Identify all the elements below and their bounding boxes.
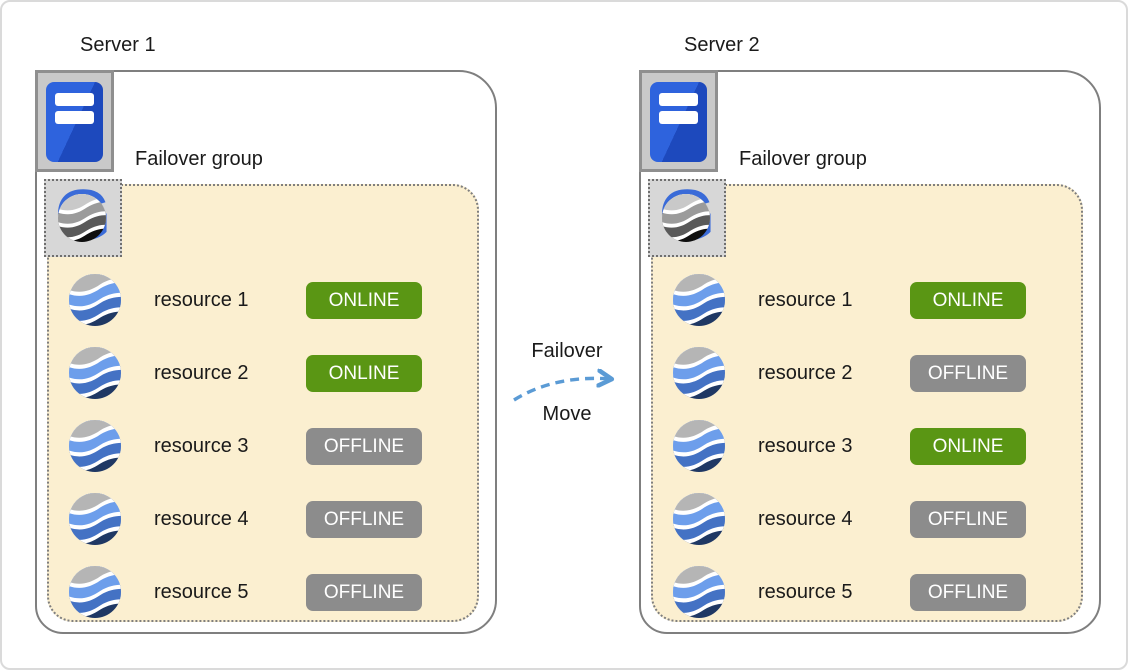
status-badge: OFFLINE xyxy=(910,500,1026,538)
resource-name: resource 3 xyxy=(758,434,853,457)
resource-sphere-icon xyxy=(673,566,725,618)
server-slot-bar xyxy=(55,93,94,106)
resource-name: resource 4 xyxy=(758,507,853,530)
resource-row: resource 4 OFFLINE xyxy=(69,493,457,545)
failover-label: Failover xyxy=(531,340,603,362)
server-tower-icon xyxy=(639,70,718,172)
resource-sphere-icon xyxy=(69,566,121,618)
group-sphere-icon xyxy=(58,194,106,242)
failover-group-g-icon: G xyxy=(44,179,122,257)
failover-transition: Failover Move xyxy=(501,340,633,426)
resource-row: resource 2 OFFLINE xyxy=(673,347,1061,399)
status-badge: ONLINE xyxy=(306,281,422,319)
status-badge: OFFLINE xyxy=(306,573,422,611)
resource-list: resource 1 ONLINE resource 2 ONLINE reso… xyxy=(69,274,457,618)
status-badge: OFFLINE xyxy=(306,500,422,538)
failover-group-g-icon: G xyxy=(648,179,726,257)
resource-sphere-icon xyxy=(69,274,121,326)
status-badge: ONLINE xyxy=(910,427,1026,465)
resource-row: resource 5 OFFLINE xyxy=(69,566,457,618)
group1-label: Failover group xyxy=(135,148,263,170)
server2-title: Server 2 xyxy=(684,34,760,56)
resource-name: resource 2 xyxy=(758,361,853,384)
resource-row: resource 3 ONLINE xyxy=(673,420,1061,472)
resource-sphere-icon xyxy=(673,274,725,326)
resource-sphere-icon xyxy=(673,420,725,472)
server-slot-bar xyxy=(659,93,698,106)
server1-title: Server 1 xyxy=(80,34,156,56)
failover-group1-box: resource 1 ONLINE resource 2 ONLINE reso… xyxy=(47,184,479,622)
resource-name: resource 3 xyxy=(154,434,249,457)
resource-row: resource 5 OFFLINE xyxy=(673,566,1061,618)
server-slot-bar xyxy=(659,111,698,124)
resource-name: resource 5 xyxy=(154,580,249,603)
resource-row: resource 4 OFFLINE xyxy=(673,493,1061,545)
group-sphere-icon xyxy=(662,194,710,242)
resource-name: resource 1 xyxy=(154,288,249,311)
status-badge: ONLINE xyxy=(910,281,1026,319)
server-tower-body xyxy=(650,82,707,162)
resource-sphere-icon xyxy=(69,420,121,472)
resource-name: resource 4 xyxy=(154,507,249,530)
move-label: Move xyxy=(542,403,592,425)
resource-row: resource 2 ONLINE xyxy=(69,347,457,399)
server-slot-bar xyxy=(55,111,94,124)
resource-list: resource 1 ONLINE resource 2 OFFLINE res… xyxy=(673,274,1061,618)
resource-row: resource 3 OFFLINE xyxy=(69,420,457,472)
server-tower-icon xyxy=(35,70,114,172)
resource-name: resource 2 xyxy=(154,361,249,384)
group2-label: Failover group xyxy=(739,148,867,170)
status-badge: ONLINE xyxy=(306,354,422,392)
failover-group2-box: resource 1 ONLINE resource 2 OFFLINE res… xyxy=(651,184,1083,622)
resource-row: resource 1 ONLINE xyxy=(69,274,457,326)
status-badge: OFFLINE xyxy=(910,573,1026,611)
server-tower-body xyxy=(46,82,103,162)
resource-sphere-icon xyxy=(673,347,725,399)
dashed-failover-arrow-icon xyxy=(513,364,628,402)
resource-row: resource 1 ONLINE xyxy=(673,274,1061,326)
status-badge: OFFLINE xyxy=(306,427,422,465)
resource-name: resource 5 xyxy=(758,580,853,603)
resource-name: resource 1 xyxy=(758,288,853,311)
resource-sphere-icon xyxy=(69,493,121,545)
status-badge: OFFLINE xyxy=(910,354,1026,392)
resource-sphere-icon xyxy=(673,493,725,545)
resource-sphere-icon xyxy=(69,347,121,399)
